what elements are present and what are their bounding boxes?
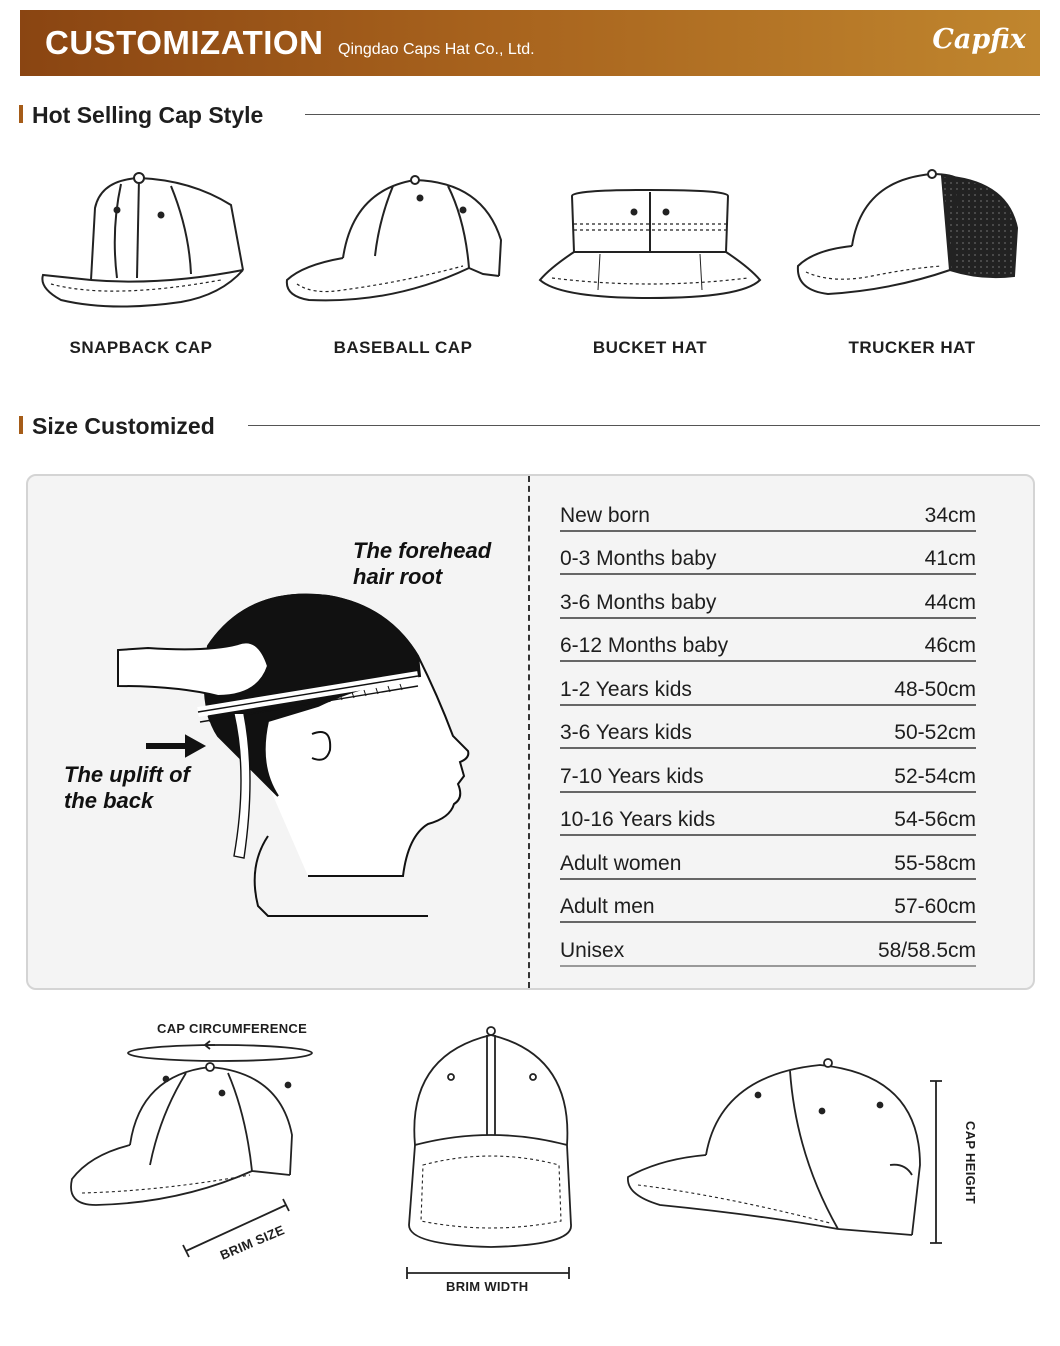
table-row: Unisex 58/58.5cm (560, 925, 976, 967)
trucker-hat-icon (796, 169, 1019, 296)
row-age: 3-6 Years kids (560, 721, 692, 744)
head-measure-illustration (117, 593, 470, 917)
bucket-hat-icon (538, 188, 762, 300)
table-row: 3-6 Years kids 50-52cm (560, 708, 976, 749)
table-row: 0-3 Months baby 41cm (560, 534, 976, 575)
snapback-cap-icon (41, 172, 244, 308)
cap-style-trucker: TRUCKER HAT (792, 150, 1032, 365)
table-row: 10-16 Years kids 54-56cm (560, 795, 976, 836)
table-row: 6-12 Months baby 46cm (560, 621, 976, 662)
table-row: 7-10 Years kids 52-54cm (560, 751, 976, 793)
size-panel: The forehead hair root The uplift of the… (26, 474, 1035, 990)
front-cap-icon (406, 1026, 572, 1279)
cap-style-label: TRUCKER HAT (848, 338, 976, 357)
row-age: Adult women (560, 851, 682, 875)
row-age: New born (560, 503, 650, 527)
back-note: The uplift of the back (64, 762, 190, 813)
size-table: New born 34cm 0-3 Months baby 41cm 3-6 Mon… (560, 490, 976, 969)
row-age: 10-16 Years kids (560, 808, 716, 831)
divider-line (305, 114, 1040, 115)
brim-width-diagram: BRIM WIDTH (395, 1015, 585, 1315)
row-size: 50-52cm (894, 721, 976, 744)
circumference-diagram: CAP CIRCUMFERENCE BRIM SIZE (40, 1015, 360, 1275)
cap-style-label: SNAPBACK CAP (69, 338, 213, 357)
row-size: 41cm (924, 547, 976, 570)
row-size: 52-54cm (894, 764, 976, 788)
cap-height-label: CAP HEIGHT (962, 1121, 978, 1204)
row-size: 58/58.5cm (877, 938, 976, 962)
row-age: Adult men (560, 895, 655, 918)
cap-style-label: BUCKET HAT (592, 338, 708, 357)
cap-style-bucket: BUCKET HAT (530, 150, 770, 365)
cap-style-snapback: SNAPBACK CAP (21, 150, 261, 365)
cap-style-label: BASEBALL CAP (333, 338, 473, 357)
circumference-label: CAP CIRCUMFERENCE (157, 1021, 308, 1036)
row-size: 54-56cm (894, 808, 976, 831)
row-age: 3-6 Months baby (560, 590, 717, 614)
table-row: Adult men 57-60cm (560, 882, 976, 923)
row-size: 57-60cm (894, 895, 976, 918)
row-age: 6-12 Months baby (560, 634, 729, 657)
table-row: New born 34cm (560, 490, 976, 532)
section-accent-bar (19, 416, 23, 434)
row-age: 1-2 Years kids (560, 677, 692, 701)
section-accent-bar (19, 105, 23, 123)
row-size: 44cm (924, 590, 976, 614)
forehead-note: The forehead hair root (353, 538, 492, 589)
brim-width-label: BRIM WIDTH (446, 1279, 529, 1294)
table-row: Adult women 55-58cm (560, 838, 976, 880)
row-age: 7-10 Years kids (560, 764, 704, 788)
row-size: 46cm (924, 634, 976, 657)
baseball-cap-icon (285, 175, 503, 302)
header-banner: CUSTOMIZATION Qingdao Caps Hat Co., Ltd.… (20, 10, 1040, 76)
table-row: 3-6 Months baby 44cm (560, 577, 976, 619)
dashed-divider (528, 476, 530, 988)
banner-title: CUSTOMIZATION (45, 24, 324, 61)
row-age: 0-3 Months baby (560, 547, 717, 570)
side-cap-icon (627, 1058, 942, 1244)
table-row: 1-2 Years kids 48-50cm (560, 664, 976, 706)
cap-style-baseball: BASEBALL CAP (283, 150, 523, 365)
company-name: Qingdao Caps Hat Co., Ltd. (338, 41, 535, 58)
row-size: 55-58cm (894, 851, 976, 875)
divider-line (248, 425, 1040, 426)
row-size: 48-50cm (894, 677, 976, 701)
brand-logo: Capfix (932, 24, 1026, 55)
cap-height-diagram: CAP HEIGHT (620, 1015, 980, 1275)
row-age: Unisex (560, 938, 625, 962)
circumference-cap-icon (70, 1040, 313, 1258)
row-size: 34cm (924, 503, 976, 527)
section-title: Size Customized (32, 413, 215, 439)
section-title: Hot Selling Cap Style (32, 102, 264, 128)
